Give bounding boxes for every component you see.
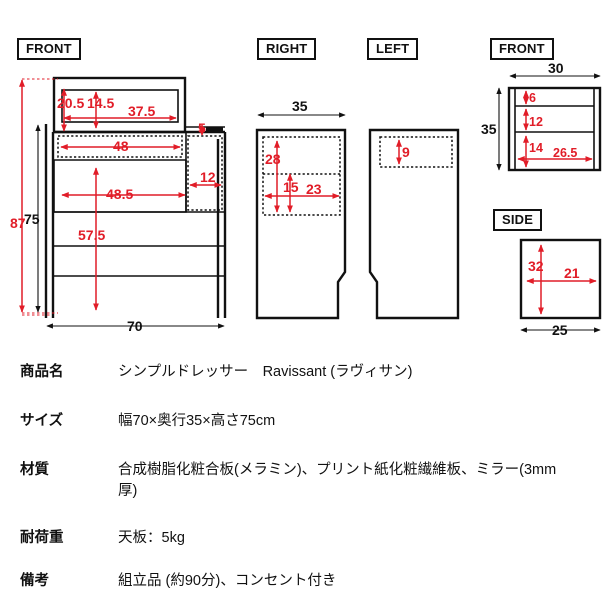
spec-row-size: サイズ 幅70×奥行35×高さ75cm: [0, 411, 615, 432]
right-side-drawing: 35 28 15 23: [255, 98, 347, 320]
dim-fd-30: 30: [548, 60, 564, 76]
front-main-drawing: 20.5 14.5 37.5 5 48 48.5 12 57.5: [10, 76, 227, 334]
spec-label-remarks: 備考: [20, 573, 49, 589]
technical-drawing-canvas: .bk{fill:none;stroke:#111;stroke-width:1…: [10, 60, 602, 338]
spec-value-remarks: 組立品 (約90分)、コンセント付き: [118, 573, 337, 589]
view-label-front-main: FRONT: [17, 38, 81, 60]
spec-label-product-name: 商品名: [20, 364, 64, 380]
specification-table: 商品名 シンプルドレッサー Ravissant (ラヴィサン) サイズ 幅70×…: [0, 352, 615, 592]
dim-fd-35: 35: [481, 121, 497, 137]
front-drawer-drawing: 30 35 6 12 14 26.5: [481, 60, 602, 172]
spec-row-load-capacity: 耐荷重 天板：5kg: [0, 528, 615, 549]
view-label-right: RIGHT: [257, 38, 317, 60]
spec-row-remarks: 備考 組立品 (約90分)、コンセント付き: [0, 571, 615, 592]
side-drawer-drawing: 32 21 25: [519, 238, 602, 338]
dim-front-5: 5: [198, 120, 206, 136]
spec-row-material: 材質 合成樹脂化粧合板(メラミン)、プリント紙化粧繊維板、ミラー(3mm厚): [0, 460, 615, 502]
dim-front-48-5: 48.5: [106, 186, 133, 202]
spec-value-load-capacity: 天板：5kg: [118, 530, 185, 546]
dim-fd-14: 14: [529, 141, 543, 155]
spec-value-size: 幅70×奥行35×高さ75cm: [118, 413, 276, 429]
dim-front-57-5: 57.5: [78, 227, 105, 243]
view-label-left: LEFT: [367, 38, 419, 60]
view-label-side-drawer: SIDE: [493, 209, 543, 231]
dim-sd-21: 21: [564, 265, 580, 281]
dim-fd-26-5: 26.5: [553, 146, 577, 160]
dim-right-15: 15: [283, 179, 299, 195]
spec-label-size: サイズ: [20, 413, 64, 429]
dim-sd-25: 25: [552, 322, 568, 338]
left-side-drawing: 9: [368, 128, 460, 320]
dim-right-23: 23: [306, 181, 322, 197]
spec-label-load-capacity: 耐荷重: [20, 530, 64, 546]
dim-front-75: 75: [24, 211, 40, 227]
dim-right-28: 28: [265, 151, 281, 167]
spec-value-material: 合成樹脂化粧合板(メラミン)、プリント紙化粧繊維板、ミラー(3mm厚): [118, 462, 557, 499]
dim-front-20-5: 20.5: [57, 95, 84, 111]
dim-sd-32: 32: [528, 258, 544, 274]
dim-left-9: 9: [402, 144, 410, 160]
view-label-front-drawer: FRONT: [490, 38, 554, 60]
dim-front-37-5: 37.5: [128, 103, 155, 119]
dim-front-12: 12: [200, 169, 216, 185]
spec-label-material: 材質: [20, 462, 49, 478]
dim-right-35: 35: [292, 98, 308, 114]
dim-front-14-5: 14.5: [87, 95, 114, 111]
spec-row-product-name: 商品名 シンプルドレッサー Ravissant (ラヴィサン): [0, 362, 615, 383]
dim-front-87: 87: [10, 215, 26, 231]
dim-fd-12: 12: [529, 115, 543, 129]
dim-fd-6: 6: [529, 91, 536, 105]
dim-front-70: 70: [127, 318, 143, 334]
dim-front-48: 48: [113, 138, 129, 154]
spec-value-product-name: シンプルドレッサー Ravissant (ラヴィサン): [118, 364, 413, 380]
